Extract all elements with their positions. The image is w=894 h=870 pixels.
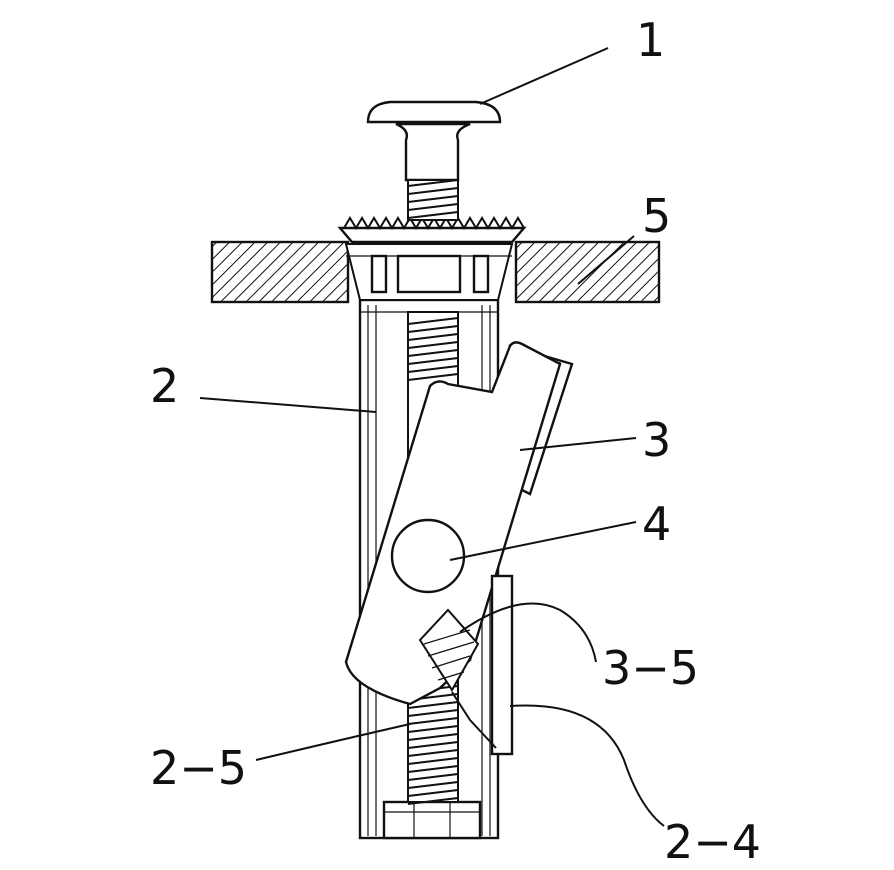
thread-line xyxy=(407,709,459,717)
thread-line xyxy=(407,781,459,789)
side-plate xyxy=(451,574,514,756)
label-2-4: 2−4 xyxy=(664,815,761,869)
thread-line xyxy=(407,365,459,373)
thread-line xyxy=(407,717,459,725)
thread-line xyxy=(407,797,459,805)
label-3-5: 3−5 xyxy=(602,641,699,695)
label-1: 1 xyxy=(636,13,665,67)
part-labels: 1 5 2 3 4 3−5 2−5 2−4 xyxy=(150,13,761,869)
thread-line xyxy=(407,741,459,749)
thread-line xyxy=(407,725,459,733)
label-2: 2 xyxy=(150,359,179,413)
thread-line xyxy=(407,749,459,757)
thread-line xyxy=(407,333,459,341)
leader-lines xyxy=(199,47,665,827)
thread-line xyxy=(407,357,459,365)
label-3: 3 xyxy=(642,413,671,467)
thread-line xyxy=(407,789,459,797)
thread-line xyxy=(407,757,459,765)
label-5: 5 xyxy=(642,189,671,243)
label-2-5: 2−5 xyxy=(150,741,247,795)
thread-line xyxy=(407,733,459,741)
pivot-pin xyxy=(390,518,466,594)
thread-line xyxy=(407,325,459,333)
screw-thread-upper xyxy=(407,179,459,219)
thread-line xyxy=(407,341,459,349)
thread-line xyxy=(407,349,459,357)
label-4: 4 xyxy=(642,497,671,551)
wall-panel xyxy=(210,240,661,304)
thread-line xyxy=(407,701,459,709)
flange-collar xyxy=(337,216,527,301)
thread-line xyxy=(407,765,459,773)
thread-line xyxy=(407,773,459,781)
locking-lever xyxy=(344,341,574,706)
thread-line xyxy=(407,317,459,325)
thread-line xyxy=(407,373,459,381)
